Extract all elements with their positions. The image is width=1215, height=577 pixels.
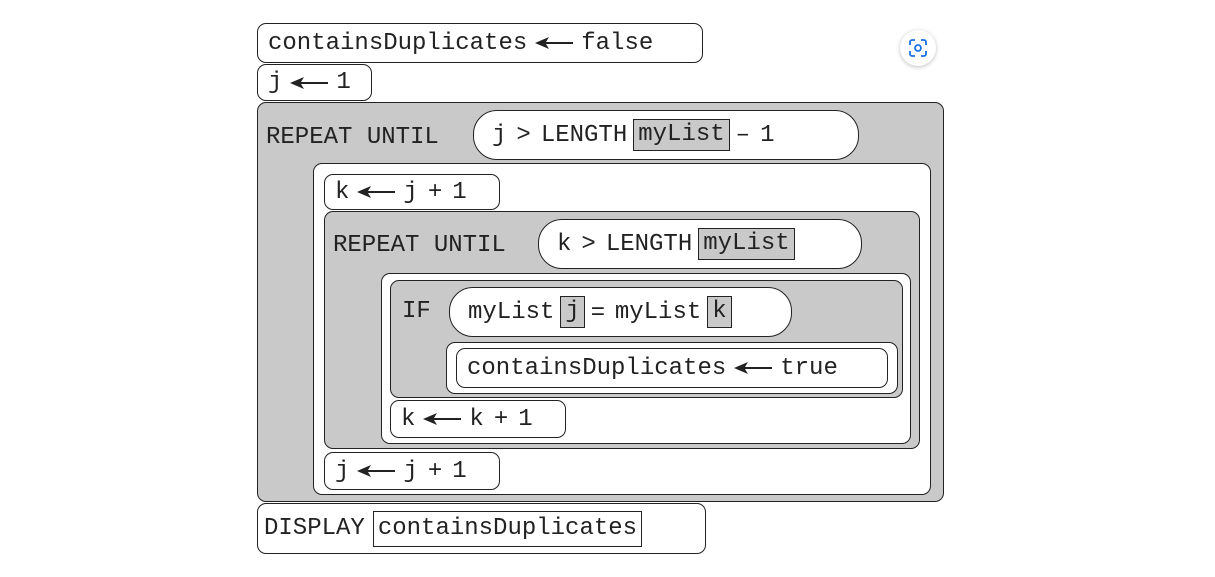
display-keyword: DISPLAY bbox=[264, 515, 365, 542]
expr-plus: + bbox=[427, 178, 443, 206]
cond-length-fn: LENGTH bbox=[605, 230, 693, 258]
expr-plus: + bbox=[493, 405, 509, 433]
arrow-left-icon bbox=[734, 361, 772, 375]
value-true: true bbox=[780, 354, 838, 382]
if-condition: myList j = myList k bbox=[449, 287, 792, 337]
var-contains-duplicates: containsDuplicates bbox=[268, 29, 528, 57]
assign-j-j-plus-one: j j + 1 bbox=[324, 452, 500, 490]
assign-k-j-plus-one: k j + 1 bbox=[324, 174, 500, 210]
expr-one: 1 bbox=[518, 405, 533, 433]
assign-contains-false: containsDuplicates false bbox=[257, 23, 703, 63]
focus-button[interactable] bbox=[900, 30, 936, 66]
if-keyword: IF bbox=[402, 298, 431, 325]
cond-lhs-j: j bbox=[492, 121, 507, 149]
outer-condition: j > LENGTH myList – 1 bbox=[473, 110, 859, 160]
cond-minus: – bbox=[735, 121, 751, 149]
index-j: j bbox=[560, 296, 585, 328]
var-contains-duplicates: containsDuplicates bbox=[467, 354, 727, 382]
list-mylist-left: myList bbox=[468, 298, 555, 326]
arrow-left-icon bbox=[357, 185, 395, 199]
expr-j: j bbox=[403, 457, 418, 485]
display-statement: DISPLAY containsDuplicates bbox=[257, 503, 706, 554]
expr-k: k bbox=[469, 405, 484, 433]
var-j: j bbox=[268, 69, 283, 96]
expr-plus: + bbox=[427, 457, 443, 485]
expr-one: 1 bbox=[452, 457, 467, 485]
list-ref-mylist: myList bbox=[698, 228, 795, 260]
arrow-left-icon bbox=[357, 464, 395, 478]
value-false: false bbox=[581, 29, 654, 57]
var-j: j bbox=[335, 457, 350, 485]
arrow-left-icon bbox=[290, 76, 328, 90]
assign-k-k-plus-one: k k + 1 bbox=[390, 400, 566, 438]
expr-j: j bbox=[403, 178, 418, 206]
list-ref-mylist: myList bbox=[633, 119, 730, 151]
cond-lhs-k: k bbox=[557, 230, 572, 258]
list-mylist-right: myList bbox=[614, 298, 702, 326]
expr-one: 1 bbox=[452, 178, 467, 206]
arrow-left-icon bbox=[535, 36, 573, 50]
inner-condition: k > LENGTH myList bbox=[538, 219, 862, 269]
equals-sign: = bbox=[590, 298, 605, 325]
outer-repeat-keyword: REPEAT UNTIL bbox=[266, 124, 439, 151]
cond-op: > bbox=[516, 121, 531, 149]
arrow-left-icon bbox=[423, 412, 461, 426]
assign-j-one: j 1 bbox=[257, 64, 372, 101]
display-var-contains-duplicates: containsDuplicates bbox=[372, 510, 643, 547]
assign-contains-true: containsDuplicates true bbox=[456, 348, 888, 388]
cond-length-fn: LENGTH bbox=[540, 121, 628, 149]
inner-repeat-keyword: REPEAT UNTIL bbox=[333, 232, 506, 259]
var-k: k bbox=[335, 178, 350, 206]
value-one: 1 bbox=[336, 69, 351, 96]
var-k: k bbox=[401, 405, 416, 433]
index-k: k bbox=[707, 296, 732, 328]
cond-rhs-one: 1 bbox=[760, 121, 775, 149]
focus-icon bbox=[909, 39, 927, 57]
cond-op: > bbox=[581, 230, 596, 258]
